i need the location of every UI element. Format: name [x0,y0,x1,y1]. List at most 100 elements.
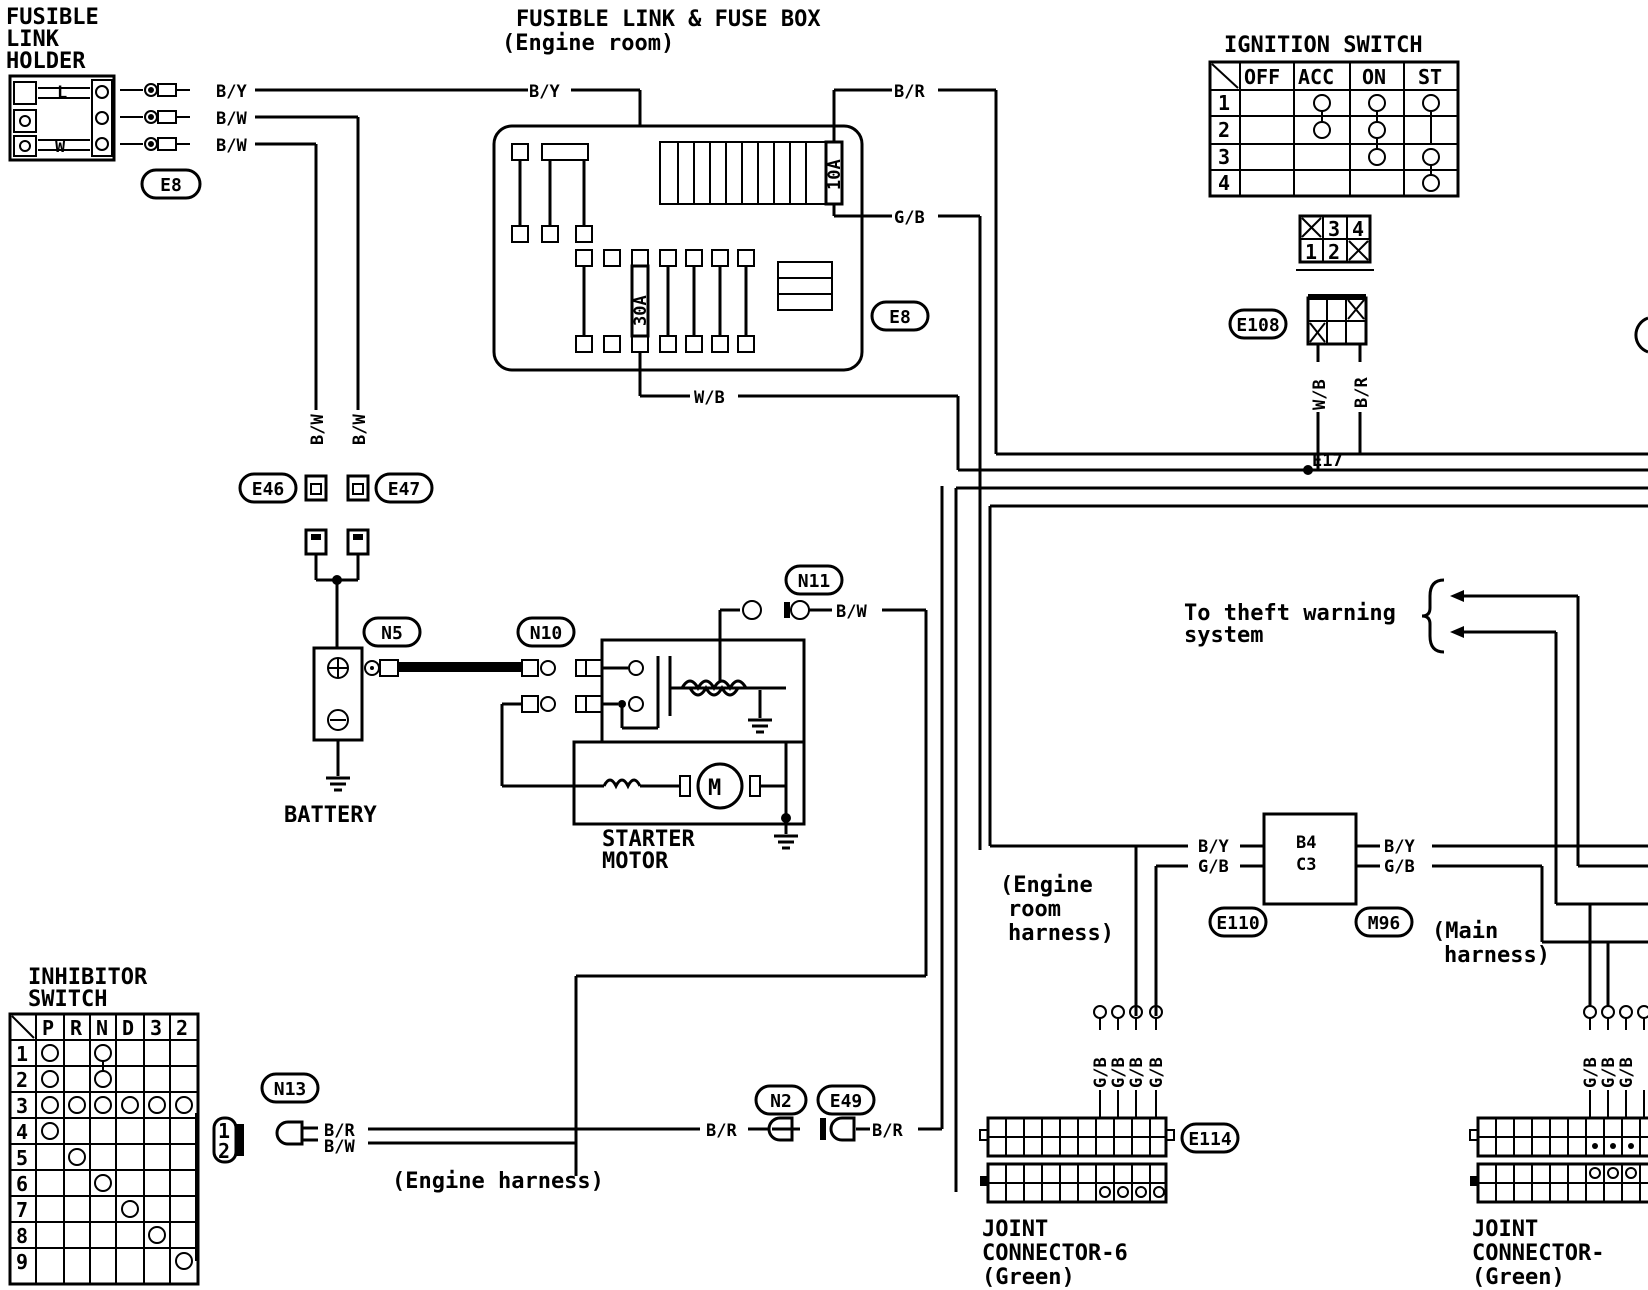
wire-label-by-4: B/Y [1384,837,1415,857]
connector-e110: E110 [1216,913,1259,934]
engine-harness-label: (Engine harness) [392,1169,604,1194]
starter-motor-line-2: MOTOR [602,849,669,874]
inhibitor-row-2: 2 [16,1068,28,1092]
link-label-w: W [55,137,66,157]
starter-motor-line-1: STARTER [602,827,695,852]
jcr-line-2: CONNECTOR- [1472,1241,1604,1266]
connector-n2: N2 [770,1091,792,1112]
wire-label-gb-top: G/B [894,208,925,228]
jcr-wire-gb-1: G/B [1581,1057,1601,1088]
connector-e108: E108 [1236,315,1279,336]
wire-label-gb-3: G/B [1198,857,1229,877]
fusible-link-holder-line-3: HOLDER [6,49,86,74]
inhibitor-line-1: INHIBITOR [28,965,148,990]
svg-text:M: M [708,776,721,801]
inhibitor-header-r: R [70,1016,83,1040]
relay-c3: C3 [1296,855,1316,875]
fusible-link-holder-line-1: FUSIBLE [6,5,99,30]
ignition-pin-3: 3 [1328,217,1340,241]
engine-room-harness-3: harness) [1008,921,1114,946]
engine-room-harness-1: (Engine [1000,873,1093,898]
fuse-box-subtitle: (Engine room) [502,31,674,56]
jc6-line-3: (Green) [982,1265,1075,1290]
wire-label-bw-2: B/W [216,136,247,156]
joint-connector-6: G/B G/B G/B G/B E114 JOINT CONNECTOR-6 ( [979,1005,1240,1290]
ignition-pin-1: 1 [1305,240,1317,264]
inhibitor-row-3: 3 [16,1094,28,1118]
connector-n10: N10 [530,623,563,644]
wire-label-wb-1: W/B [694,388,725,408]
connector-e46: E46 [252,479,285,500]
jcr-line-1: JOINT [1472,1217,1538,1242]
relay-b4: B4 [1296,833,1316,853]
inhibitor-header-2: 2 [176,1016,188,1040]
ignition-switch-title: IGNITION SWITCH [1224,33,1423,58]
jc6-line-1: JOINT [982,1217,1048,1242]
wire-label-gb-4: G/B [1384,857,1415,877]
ignition-row-1: 1 [1218,91,1230,115]
starter-motor: M STARTER MOTOR [502,600,806,874]
link-label-l: L [57,83,67,103]
battery: BATTERY [284,646,399,828]
inhibitor-row-4: 4 [16,1120,28,1144]
ignition-header-st: ST [1418,65,1442,89]
ignition-header-acc: ACC [1298,65,1334,89]
inhibitor-row-7: 7 [16,1198,28,1222]
ignition-row-3: 3 [1218,145,1230,169]
ignition-pin-2: 2 [1328,240,1340,264]
main-harness-1: (Main [1432,919,1498,944]
engine-room-harness-2: room [1008,897,1061,922]
joint-relay: B/Y G/B B4 C3 B/Y G/B E110 M96 [990,812,1648,1016]
inhibitor-switch: INHIBITOR SWITCH P R N D 3 2 1 2 [8,965,244,1286]
fusible-link-holder-line-2: LINK [6,27,60,52]
battery-label: BATTERY [284,803,377,828]
inhibitor-header-d: D [122,1016,134,1040]
inhibitor-header-p: P [42,1016,54,1040]
jcr-line-3: (Green) [1472,1265,1565,1290]
wire-label-br-2: B/R [1352,377,1372,408]
fuse-box: FUSIBLE LINK & FUSE BOX (Engine room) 10… [492,7,930,372]
inhibitor-row-5: 5 [16,1146,28,1170]
ignition-switch: IGNITION SWITCH OFF ACC ON ST 1 2 3 4 [1208,33,1460,475]
inhibitor-header-3: 3 [150,1016,162,1040]
wire-label-br-top: B/R [894,82,925,102]
connector-n11: N11 [798,571,831,592]
ignition-row-4: 4 [1218,171,1230,195]
jc6-wire-gb-4: G/B [1147,1057,1167,1088]
connector-m96: M96 [1368,913,1401,934]
wire-label-br-e49: B/R [872,1121,903,1141]
ignition-pin-4: 4 [1352,217,1364,241]
jc6-wire-gb-1: G/B [1091,1057,1111,1088]
jc6-wire-gb-2: G/B [1109,1057,1129,1088]
wire-label-br-n2: B/R [706,1121,737,1141]
wire-label-by-1: B/Y [216,82,247,102]
connector-e8-top: E8 [160,175,182,196]
ignition-header-off: OFF [1244,65,1280,89]
theft-warning-line-1: To theft warning [1184,601,1396,626]
ignition-header-on: ON [1362,65,1386,89]
fuse-30a-label: 30A [631,295,651,326]
wire-label-by-2: B/Y [529,82,560,102]
inhibitor-header-n: N [96,1016,108,1040]
ignition-row-2: 2 [1218,118,1230,142]
inhibitor-line-2: SWITCH [28,987,107,1012]
connectors-e46-e47: E46 E47 [238,472,434,648]
connector-e49: E49 [830,1091,863,1112]
inhibitor-row-9: 9 [16,1250,28,1274]
connector-e47: E47 [388,479,421,500]
connector-e17: E17 [1312,451,1343,471]
wire-label-bw-n13: B/W [324,1137,355,1157]
wire-label-bw-1: B/W [216,109,247,129]
inhibitor-row-1: 1 [16,1042,28,1066]
connector-n13: N13 [274,1079,307,1100]
jcr-wire-gb-2: G/B [1599,1057,1619,1088]
wire-label-wb-2: W/B [1310,379,1330,410]
inhibitor-row-8: 8 [16,1224,28,1248]
jc6-wire-gb-3: G/B [1127,1057,1147,1088]
theft-warning-line-2: system [1184,623,1263,648]
jc6-line-2: CONNECTOR-6 [982,1241,1128,1266]
wire-label-by-3: B/Y [1198,837,1229,857]
wire-label-bw-vert-2: B/W [350,414,370,445]
jcr-wire-gb-3: G/B [1617,1057,1637,1088]
